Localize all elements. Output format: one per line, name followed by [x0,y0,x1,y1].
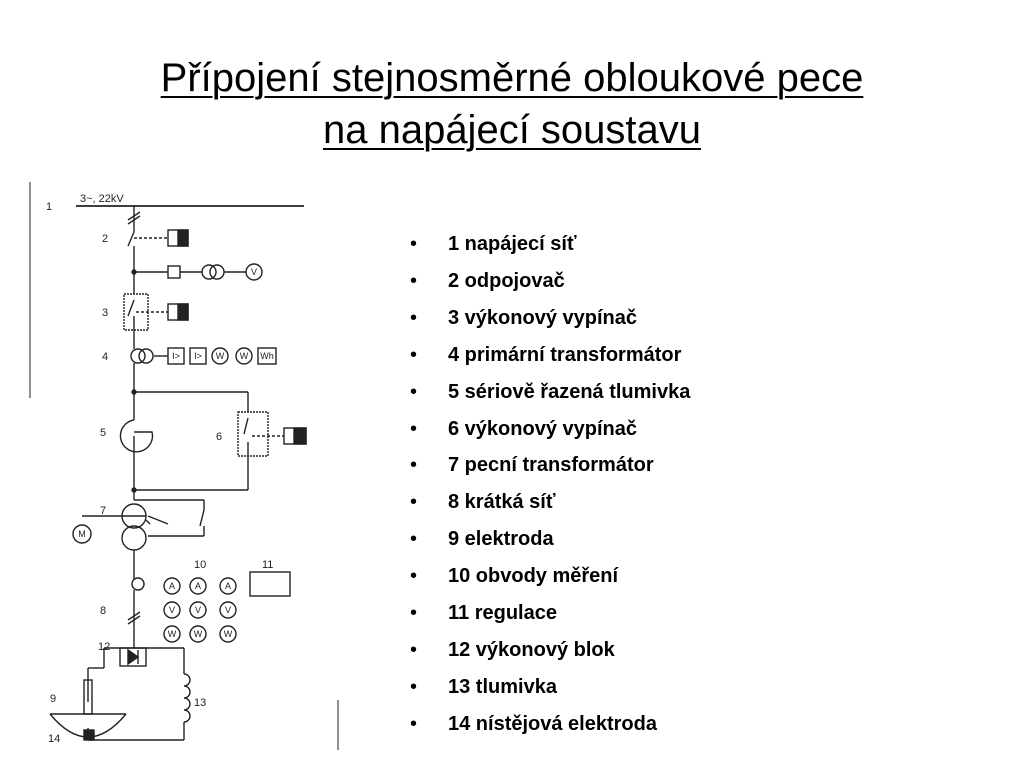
ammeter-3-letter: A [225,581,231,591]
legend-item: 13 tlumivka [408,669,690,706]
label-11: 11 [262,559,273,571]
label-10: 10 [194,559,206,571]
legend-item: 1 napájecí síť [408,226,690,263]
label-4: 4 [102,351,108,363]
label-13: 13 [194,697,206,709]
legend-item: 12 výkonový blok [408,632,690,669]
legend-item: 11 regulace [408,595,690,632]
label-3: 3 [102,307,108,319]
voltmeter-letter: V [251,267,257,277]
circuit-diagram: 3~, 22kV 1 2 3 4 5 6 7 8 10 11 12 13 9 1… [29,182,339,750]
voltmeter-icon [245,263,263,281]
label-5: 5 [100,427,106,439]
legend-item: 9 elektroda [408,521,690,558]
slide-title: Přípojení stejnosměrné obloukové pece na… [0,52,1024,156]
label-7: 7 [100,505,106,517]
title-line-1: Přípojení stejnosměrné obloukové pece [160,56,864,100]
voltmeter-1-letter: V [169,605,175,615]
label-2: 2 [102,233,108,245]
ammeter-2-letter: A [195,581,201,591]
ammeter-1-letter: A [169,581,175,591]
legend-item: 6 výkonový vypínač [408,411,690,448]
legend-item: 7 pecní transformátor [408,447,690,484]
label-6: 6 [216,431,222,443]
label-12: 12 [98,641,110,653]
legend-item: 3 výkonový vypínač [408,300,690,337]
current-relay-1-letter: I> [172,351,180,361]
supply-label: 3~, 22kV [80,193,124,205]
energy-meter-letter: Wh [260,351,274,361]
voltmeter-3-letter: V [225,605,231,615]
current-relay-2-letter: I> [194,351,202,361]
wattmeter-1-letter: W [216,351,225,361]
title-line-2: na napájecí soustavu [322,108,702,152]
legend-item: 8 krátká síť [408,484,690,521]
legend-item: 14 nístějová elektroda [408,706,690,743]
legend-list: 1 napájecí síť 2 odpojovač 3 výkonový vy… [408,226,690,743]
label-9: 9 [50,693,56,705]
wattmeter-4-letter: W [194,629,203,639]
motor-letter: M [78,529,86,539]
legend-item: 4 primární transformátor [408,337,690,374]
wattmeter-5-letter: W [224,629,233,639]
wattmeter-3-letter: W [168,629,177,639]
label-1: 1 [46,201,52,213]
legend-item: 10 obvody měření [408,558,690,595]
legend-item: 5 sériově řazená tlumivka [408,374,690,411]
voltmeter-2-letter: V [195,605,201,615]
wattmeter-2-letter: W [240,351,249,361]
label-8: 8 [100,605,106,617]
label-14: 14 [48,733,60,745]
motor-icon [72,524,92,544]
legend-item: 2 odpojovač [408,263,690,300]
